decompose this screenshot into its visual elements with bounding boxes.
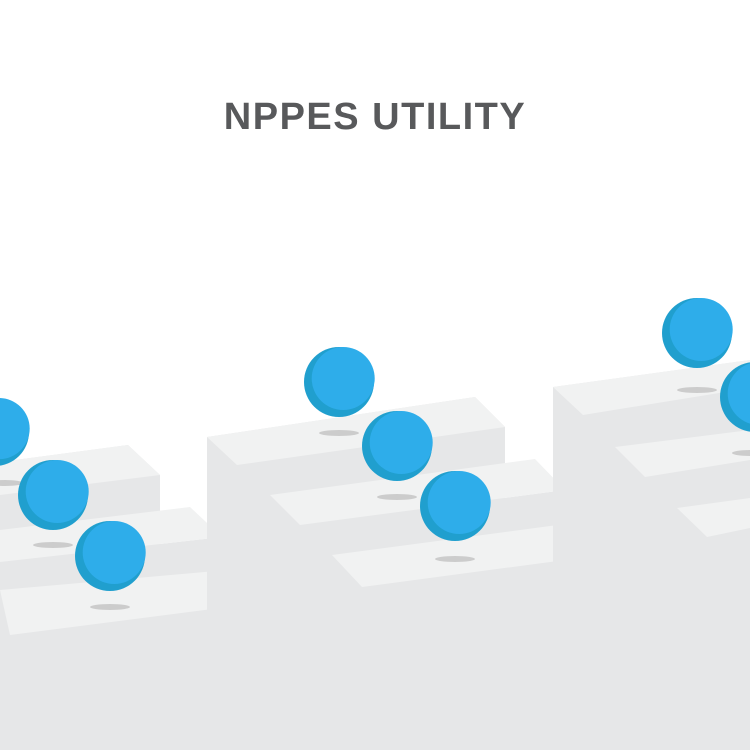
ball-shadow — [319, 430, 359, 436]
ball-shadow — [0, 480, 23, 486]
ball-shadow — [33, 542, 73, 548]
ball-icon — [18, 460, 89, 530]
ball-icon — [304, 347, 375, 417]
ball-icon — [420, 471, 491, 541]
ball-shadows — [0, 387, 750, 610]
page-title: NPPES UTILITY — [223, 96, 527, 138]
ball-icon — [75, 521, 146, 591]
step-tread — [270, 459, 565, 525]
ball-icon — [362, 411, 433, 481]
ball-shadow — [732, 450, 750, 456]
step-riser — [707, 528, 750, 750]
balls — [0, 298, 750, 591]
step-tread — [615, 430, 750, 477]
ball-shadow — [435, 556, 475, 562]
staircase-right — [553, 360, 750, 750]
step-tread — [553, 360, 750, 415]
ball-shadow — [377, 494, 417, 500]
step-tread — [207, 397, 505, 465]
ball-icon — [720, 362, 750, 432]
ball-shadow — [677, 387, 717, 393]
ball-shadow — [90, 604, 130, 610]
step-riser — [645, 460, 750, 515]
step-tread — [677, 498, 750, 537]
ball-icon — [0, 398, 30, 466]
ball-icon — [662, 298, 733, 368]
step-riser — [583, 388, 750, 455]
step-tread — [332, 520, 625, 587]
